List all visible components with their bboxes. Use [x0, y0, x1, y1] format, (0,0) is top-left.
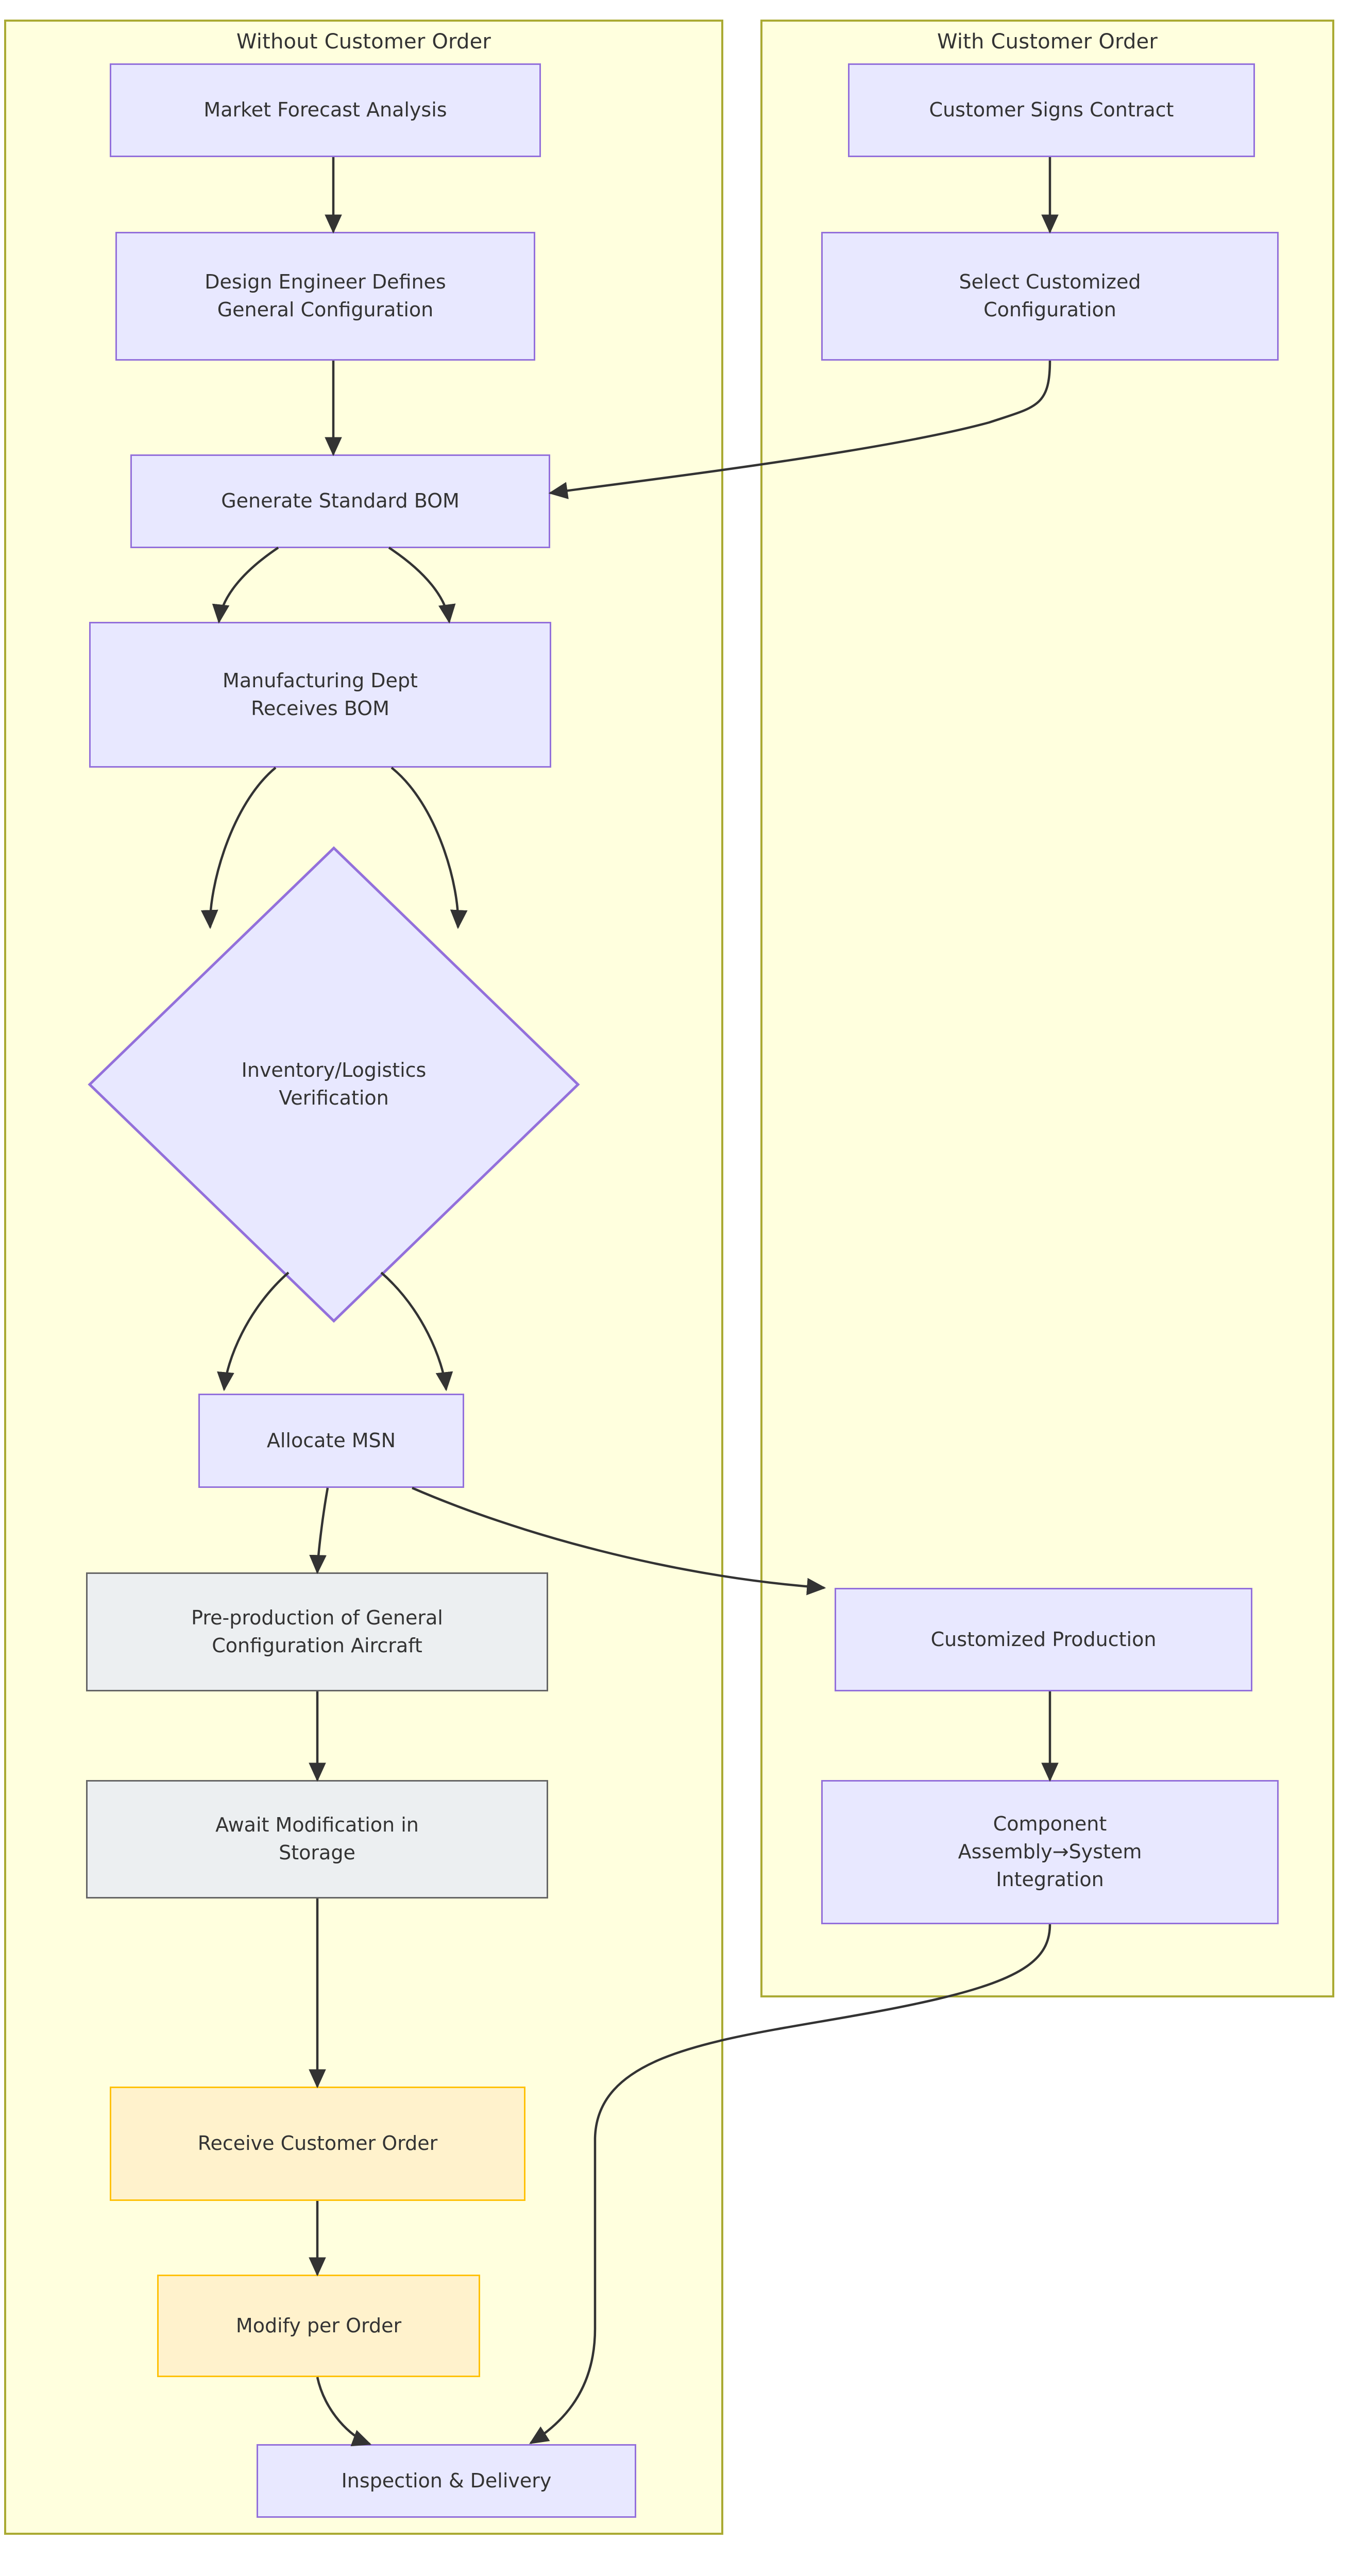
node-component-assembly[interactable]: Component Assembly→System Integration — [821, 1780, 1279, 1924]
node-design-config[interactable]: Design Engineer Defines General Configur… — [115, 232, 535, 361]
node-market-forecast[interactable]: Market Forecast Analysis — [110, 63, 541, 157]
node-preproduction[interactable]: Pre-production of General Configuration … — [86, 1572, 548, 1691]
node-label: Design Engineer Defines General Configur… — [205, 270, 446, 321]
diamond-shape — [88, 846, 580, 1323]
node-await-modification[interactable]: Await Modification in Storage — [86, 1780, 548, 1899]
node-label: Customized Production — [930, 1628, 1157, 1651]
node-inventory-check[interactable]: Inventory/Logistics Verification — [87, 845, 581, 1324]
node-inspection-delivery[interactable]: Inspection & Delivery — [257, 2444, 636, 2518]
node-label: Await Modification in Storage — [215, 1814, 419, 1864]
node-label-wrap: Inventory/Logistics Verification — [87, 845, 581, 1324]
node-select-customized-configuration[interactable]: Select Customized Configuration — [821, 232, 1279, 361]
node-label: Component Assembly→System Integration — [958, 1812, 1142, 1891]
node-customized-production[interactable]: Customized Production — [835, 1588, 1252, 1691]
cluster-title-without-customer-order: Without Customer Order — [236, 30, 491, 54]
node-label: Modify per Order — [235, 2314, 402, 2337]
node-mfg-receives-bom[interactable]: Manufacturing Dept Receives BOM — [89, 622, 551, 768]
node-label: Generate Standard BOM — [221, 489, 460, 513]
node-modify-per-order[interactable]: Modify per Order — [157, 2275, 480, 2377]
node-label: Pre-production of General Configuration … — [191, 1606, 443, 1657]
node-label: Inventory/Logistics Verification — [241, 1059, 427, 1109]
node-label: Manufacturing Dept Receives BOM — [223, 669, 418, 720]
node-label: Select Customized Configuration — [959, 270, 1141, 321]
node-label: Inspection & Delivery — [341, 2469, 552, 2492]
node-receive-customer-order[interactable]: Receive Customer Order — [110, 2087, 525, 2201]
node-label: Customer Signs Contract — [929, 98, 1174, 122]
node-allocate-msn[interactable]: Allocate MSN — [198, 1394, 464, 1488]
node-label: Receive Customer Order — [197, 2132, 438, 2155]
node-label: Allocate MSN — [266, 1429, 396, 1452]
node-label: Market Forecast Analysis — [203, 98, 447, 122]
cluster-title-with-customer-order: With Customer Order — [937, 30, 1158, 54]
node-customer-signs-contract[interactable]: Customer Signs Contract — [848, 63, 1255, 157]
node-generate-bom[interactable]: Generate Standard BOM — [130, 454, 550, 548]
